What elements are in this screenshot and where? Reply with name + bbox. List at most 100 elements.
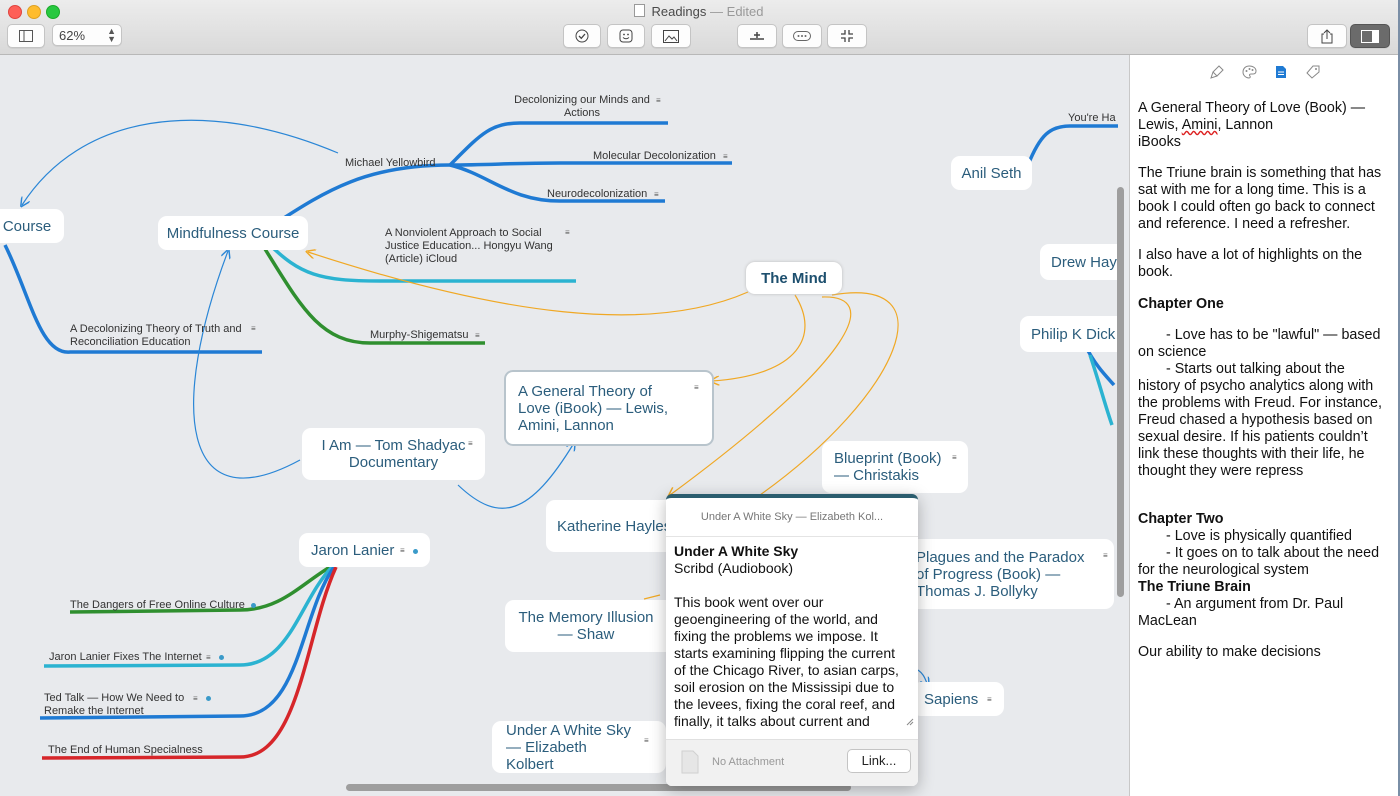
node-the-mind[interactable]: The Mind [746, 262, 842, 294]
note-editor[interactable]: A General Theory of Love (Book) —Lewis, … [1138, 100, 1390, 661]
vertical-scrollbar[interactable] [1117, 187, 1124, 597]
node-course[interactable]: Course [0, 209, 64, 243]
node-general-theory-of-love[interactable]: A General Theory of Love (iBook) — Lewis… [504, 370, 714, 446]
mindmap-canvas[interactable]: Course Mindfulness Course The Mind A Gen… [0, 55, 1128, 796]
focus-button[interactable] [827, 24, 867, 48]
palette-icon[interactable] [1241, 65, 1257, 79]
note-icon: ≡ [987, 695, 992, 704]
node-drew-hay[interactable]: Drew Hay [1040, 244, 1118, 280]
comment-button[interactable] [782, 24, 822, 48]
stepper-arrows-icon: ▲▼ [107, 26, 116, 44]
tag-icon[interactable] [1305, 65, 1320, 79]
node-i-am[interactable]: I Am — Tom Shadyac Documentary [302, 428, 485, 480]
share-icon [1321, 28, 1333, 43]
inspector-icon [1361, 29, 1379, 43]
image-button[interactable] [651, 24, 691, 48]
note-icon: ≡ [565, 228, 570, 237]
checkmark-icon [575, 29, 589, 43]
leaf-michael-yellowbird[interactable]: Michael Yellowbird [345, 157, 436, 169]
popover-note-body[interactable]: Under A White Sky Scribd (Audiobook) Thi… [666, 537, 918, 729]
note-icon: ≡ [475, 331, 480, 340]
note-icon: ≡ [251, 324, 256, 333]
leaf-youre-ha[interactable]: You're Ha [1068, 112, 1116, 124]
emoji-icon [619, 29, 633, 43]
leaf-nonviolent-approach[interactable]: A Nonviolent Approach to Social Justice … [385, 227, 553, 265]
focus-icon [841, 30, 853, 42]
note-icon: ≡ [644, 736, 649, 745]
image-icon [663, 29, 679, 43]
popover-header: Under A White Sky — Elizabeth Kol... [666, 498, 918, 537]
window-title: Readings — Edited [0, 4, 1398, 19]
close-window-button[interactable] [8, 5, 22, 19]
note-icon: ≡ [654, 190, 659, 199]
note-bullet: - Starts out talking about the history o… [1138, 361, 1382, 479]
horizontal-scrollbar[interactable] [346, 784, 851, 791]
note-bullet: - Love has to be "lawful" — based on sci… [1138, 327, 1381, 360]
resize-handle-icon[interactable] [906, 718, 914, 726]
node-mindfulness-course[interactable]: Mindfulness Course [158, 216, 308, 250]
comment-icon [793, 31, 811, 41]
link-dot-icon [219, 655, 224, 660]
connection-lines [3, 119, 1118, 760]
node-philip-k-dick[interactable]: Philip K Dick [1020, 316, 1118, 352]
document-icon [634, 4, 646, 17]
sidebar-toggle-icon [19, 30, 33, 42]
leaf-ted-talk[interactable]: Ted Talk — How We Need to Remake the Int… [44, 692, 185, 717]
minimize-window-button[interactable] [27, 5, 41, 19]
note-icon: ≡ [952, 453, 957, 462]
leaf-decolonizing-minds[interactable]: Decolonizing our Minds and Actions [514, 94, 650, 119]
note-icon: ≡ [723, 152, 728, 161]
note-paragraph: Our ability to make decisions [1138, 644, 1321, 660]
link-dot-icon [251, 603, 256, 608]
note-heading: Chapter One [1138, 296, 1224, 312]
node-jaron-lanier[interactable]: Jaron Lanier [299, 533, 430, 567]
attachment-label: No Attachment [712, 756, 785, 768]
note-icon: ≡ [468, 439, 473, 448]
link-dot-icon [413, 549, 418, 554]
note-heading: The Triune Brain [1138, 579, 1251, 595]
inspector-tabs [1130, 65, 1398, 83]
link-button[interactable]: Link... [847, 749, 911, 773]
leaf-jaron-fixes-internet[interactable]: Jaron Lanier Fixes The Internet [49, 651, 202, 663]
note-icon: ≡ [206, 653, 211, 662]
leaf-dangers-free-online-culture[interactable]: The Dangers of Free Online Culture [70, 599, 245, 611]
leaf-neurodecolonization[interactable]: Neurodecolonization [547, 188, 648, 200]
note-popover: Under A White Sky — Elizabeth Kol... Und… [666, 494, 918, 786]
add-node-icon [750, 32, 764, 40]
node-katherine-hayles[interactable]: Katherine Hayles Computing the H [546, 500, 670, 552]
node-anil-seth[interactable]: Anil Seth [951, 156, 1032, 190]
spellcheck-word: Amini [1181, 117, 1218, 133]
node-under-a-white-sky[interactable]: Under A White Sky — Elizabeth Kolbert [492, 721, 666, 773]
node-sapiens[interactable]: Sapiens [912, 682, 1004, 716]
note-bullet: - An argument from Dr. Paul MacLean [1138, 596, 1344, 629]
popover-title: Under A White Sky [674, 543, 799, 559]
node-memory-illusion[interactable]: The Memory Illusion — Shaw [505, 600, 667, 652]
share-button[interactable] [1307, 24, 1347, 48]
leaf-murphy-shigematsu[interactable]: Murphy-Shigematsu [370, 329, 469, 341]
sidebar-toggle-button[interactable] [7, 24, 45, 48]
checkmark-button[interactable] [563, 24, 601, 48]
note-paragraph: The Triune brain is something that has s… [1138, 165, 1382, 232]
node-plagues-paradox[interactable]: Plagues and the Paradox of Progress (Boo… [910, 539, 1114, 609]
note-source: iBooks [1138, 134, 1181, 150]
zoom-window-button[interactable] [46, 5, 60, 19]
popover-footer: No Attachment Link... [666, 739, 918, 786]
emoji-button[interactable] [607, 24, 645, 48]
node-blueprint[interactable]: Blueprint (Book) — Christakis [822, 441, 968, 493]
note-icon: ≡ [400, 546, 405, 555]
leaf-decolonizing-truth[interactable]: A Decolonizing Theory of Truth and Recon… [70, 323, 242, 348]
titlebar: Readings — Edited 62% ▲▼ [0, 0, 1398, 55]
document-icon[interactable] [1274, 65, 1288, 79]
inspector-toggle-button[interactable] [1350, 24, 1390, 48]
popover-subtitle: Scribd (Audiobook) [674, 560, 794, 576]
leaf-molecular-decolonization[interactable]: Molecular Decolonization [593, 150, 716, 162]
zoom-select[interactable]: 62% ▲▼ [52, 24, 122, 46]
leaf-end-of-human-specialness[interactable]: The End of Human Specialness [48, 744, 203, 756]
note-title: A General Theory of Love (Book) — [1138, 100, 1366, 116]
add-node-button[interactable] [737, 24, 777, 48]
inspector-sidebar: A General Theory of Love (Book) —Lewis, … [1129, 55, 1398, 796]
brush-icon[interactable] [1209, 65, 1224, 79]
note-bullet: - Love is physically quantified [1166, 528, 1352, 544]
note-icon: ≡ [193, 694, 198, 703]
